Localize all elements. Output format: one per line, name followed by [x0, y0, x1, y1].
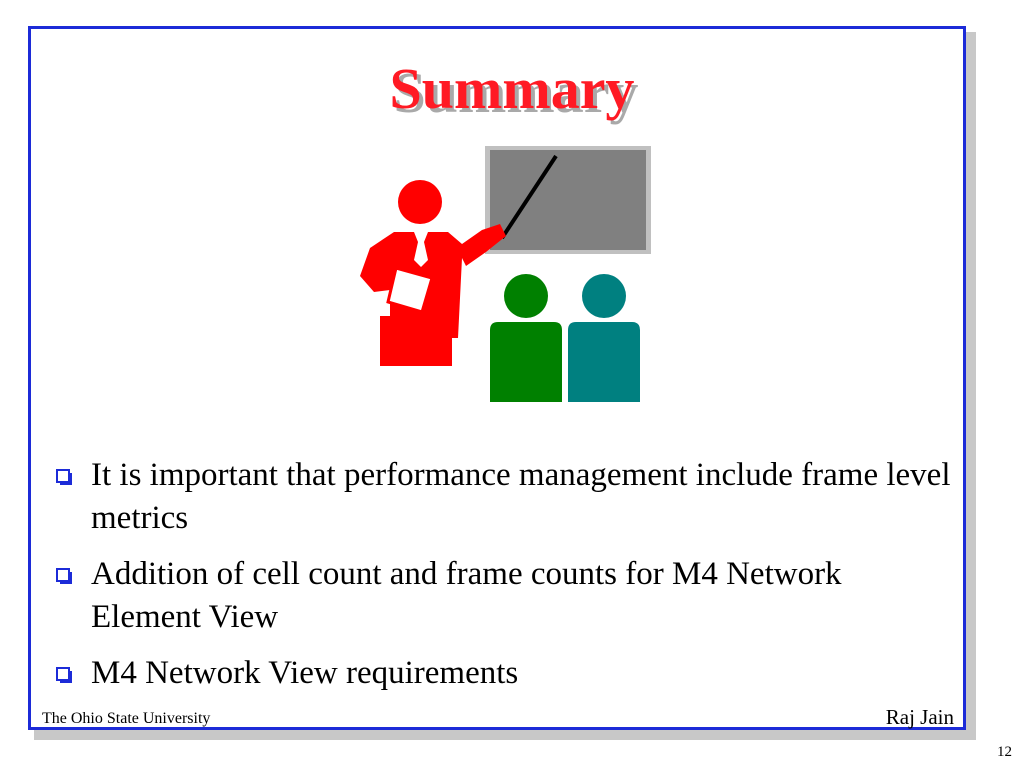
slide-title: Summary [389, 56, 635, 121]
checkbox-bullet-icon [56, 469, 72, 485]
bullet-text: Addition of cell count and frame counts … [91, 556, 842, 635]
bullet-item: M4 Network View requirements [54, 652, 954, 695]
checkbox-bullet-icon [56, 667, 72, 683]
footer-institution: The Ohio State University [42, 710, 211, 727]
checkbox-bullet-icon [56, 568, 72, 584]
bullet-text: M4 Network View requirements [91, 655, 519, 691]
presenter-clipart [360, 146, 651, 402]
bullet-item: It is important that performance managem… [54, 454, 954, 540]
bullet-list: It is important that performance managem… [54, 454, 954, 708]
footer-author: Raj Jain [885, 705, 954, 729]
bullet-item: Addition of cell count and frame counts … [54, 553, 954, 639]
pointer-stick [500, 154, 558, 240]
audience-green [490, 274, 562, 402]
audience-teal [568, 274, 640, 402]
presenter-figure [360, 180, 506, 366]
bullet-text: It is important that performance managem… [91, 457, 951, 536]
page-number: 12 [997, 744, 1012, 760]
board [490, 150, 646, 250]
